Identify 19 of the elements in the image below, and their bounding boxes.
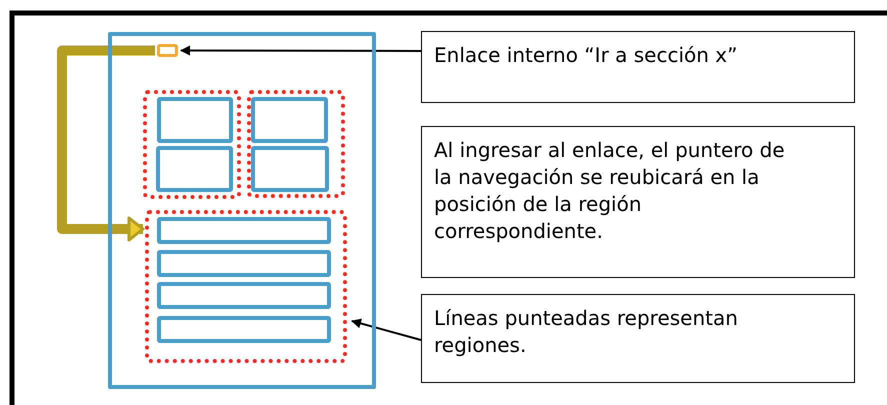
dotted-region: [145, 210, 347, 363]
content-block: [251, 146, 329, 192]
callout-box: Enlace interno “Ir a sección x”: [421, 31, 855, 103]
jump-arrow: [57, 46, 155, 242]
content-block: [157, 316, 331, 343]
arrow: [180, 46, 421, 56]
content-block: [157, 217, 331, 244]
callout-box: Al ingresar al enlace, el puntero de la navegación se reubicará en la posición de la región correspondiente.: [421, 126, 855, 278]
content-block: [157, 282, 331, 309]
dotted-region: [143, 90, 241, 199]
page-wireframe: [108, 32, 376, 389]
content-block: [156, 146, 233, 192]
callout-box: Líneas punteadas representan regiones.: [421, 294, 855, 383]
content-block: [157, 250, 331, 277]
arrow: [351, 318, 422, 341]
dotted-region: [247, 90, 345, 198]
link-marker: [157, 44, 178, 57]
content-block: [251, 97, 328, 143]
content-block: [157, 97, 233, 143]
